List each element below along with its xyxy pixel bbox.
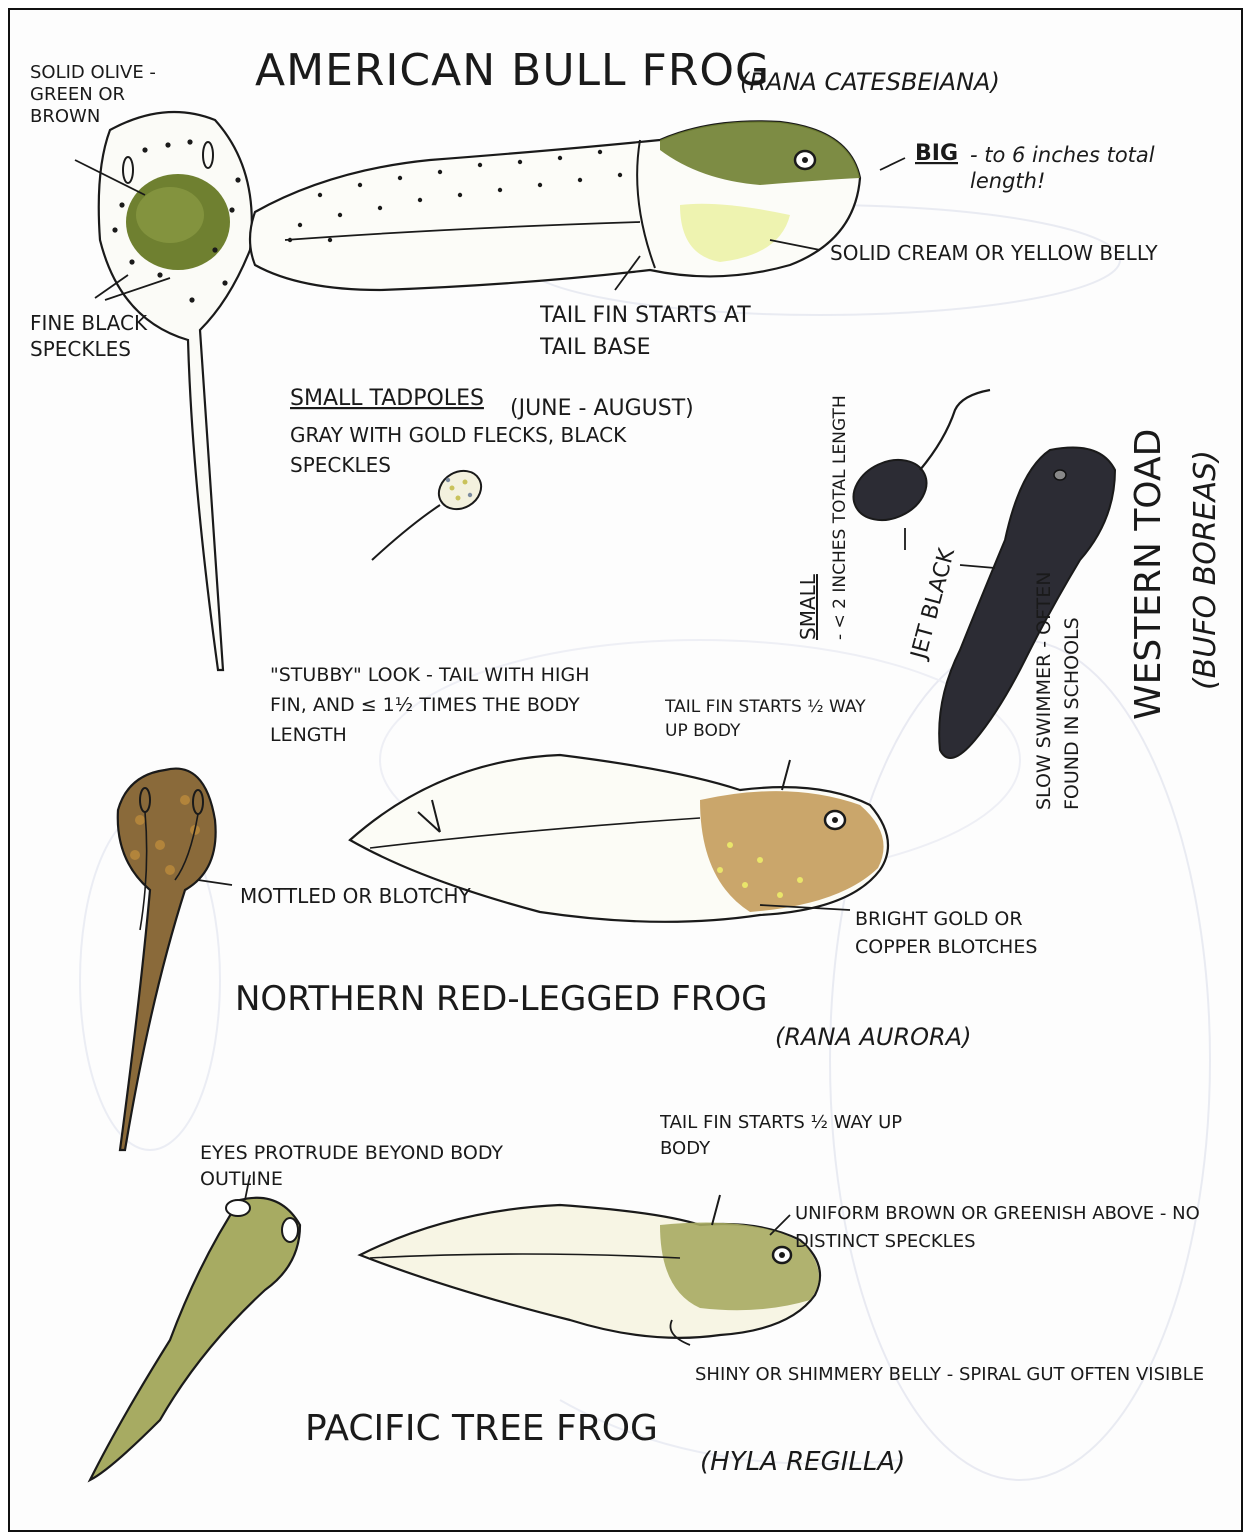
- redleg-title: NORTHERN RED-LEGGED FROG: [235, 979, 767, 1019]
- treefrog-title: PACIFIC TREE FROG: [305, 1408, 658, 1449]
- treefrog-eyes-note: EYES PROTRUDE BEYOND BODY OUTLINE: [200, 1140, 520, 1210]
- bullfrog-small-desc: GRAY WITH GOLD FLECKS, BLACK SPECKLES: [290, 420, 690, 500]
- redleg-mottled-note: MOTTLED OR BLOTCHY: [240, 884, 472, 908]
- bullfrog-small-dates: (JUNE - AUGUST): [510, 396, 694, 421]
- treefrog-top-view: [90, 1175, 300, 1480]
- bullfrog-scientific-name: (RANA CATESBEIANA): [740, 68, 1000, 96]
- treefrog-tail-fin-note: TAIL FIN STARTS ½ WAY UP BODY: [660, 1110, 920, 1185]
- bullfrog-side-view: [250, 121, 860, 290]
- toad-color-note: JET BLACK: [906, 545, 960, 663]
- bullfrog-size-note: - to 6 inches total length!: [970, 142, 1220, 212]
- bullfrog-head-color-note: SOLID OLIVE - GREEN OR BROWN: [30, 62, 200, 162]
- bullfrog-small-tadpoles-label: SMALL TADPOLES: [290, 386, 484, 411]
- bullfrog-belly-note: SOLID CREAM OR YELLOW BELLY: [830, 241, 1158, 265]
- redleg-scientific-name: (RANA AURORA): [775, 1023, 971, 1051]
- bullfrog-big-label: BIG: [915, 141, 958, 166]
- treefrog-side-view: [360, 1195, 820, 1345]
- redleg-top-view: [118, 769, 216, 1150]
- bullfrog-tail-fin-note: TAIL FIN STARTS AT TAIL BASE: [540, 300, 790, 380]
- toad-small-tadpole: [844, 390, 990, 531]
- toad-behavior-note: SLOW SWIMMER - OFTEN FOUND IN SCHOOLS: [1030, 520, 1150, 810]
- bullfrog-speckles-note: FINE BLACK SPECKLES: [30, 310, 180, 400]
- bullfrog-title: AMERICAN BULL FROG: [255, 45, 770, 96]
- treefrog-scientific-name: (HYLA REGILLA): [700, 1447, 905, 1477]
- redleg-blotches-note: BRIGHT GOLD OR COPPER BLOTCHES: [855, 905, 1095, 975]
- toad-small-label: SMALL: [796, 573, 820, 640]
- redleg-tail-fin-note: TAIL FIN STARTS ½ WAY UP BODY: [665, 695, 885, 775]
- toad-scientific-name: (BUFO BOREAS): [1188, 450, 1223, 690]
- treefrog-uniform-note: UNIFORM BROWN OR GREENISH ABOVE - NO DIS…: [795, 1200, 1240, 1270]
- treefrog-belly-note: SHINY OR SHIMMERY BELLY - SPIRAL GUT OFT…: [695, 1360, 1225, 1440]
- toad-size-note: - < 2 INCHES TOTAL LENGTH: [830, 395, 850, 640]
- redleg-stubby-note: "STUBBY" LOOK - TAIL WITH HIGH FIN, AND …: [270, 660, 610, 770]
